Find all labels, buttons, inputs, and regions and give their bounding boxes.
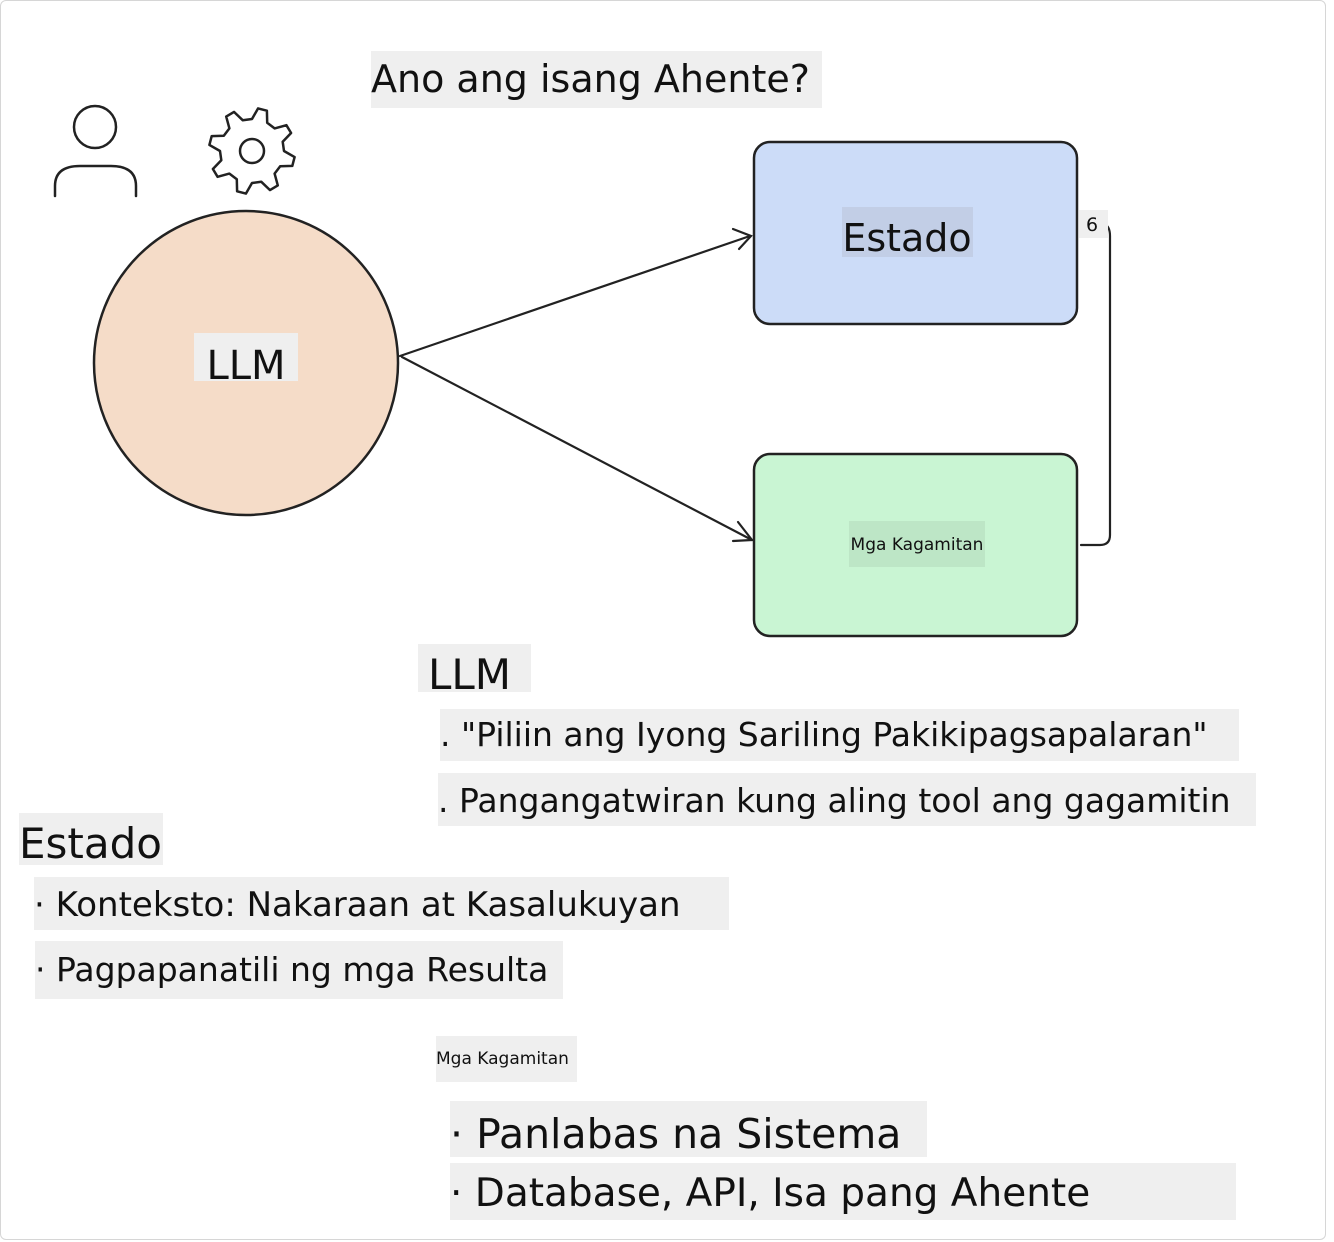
state-section-item: · Pagpapanatili ng mga Resulta bbox=[35, 941, 563, 999]
connector-tools-state bbox=[1079, 222, 1112, 547]
gear-icon bbox=[208, 107, 296, 195]
llm-section-heading: LLM bbox=[418, 644, 531, 699]
arrow-llm-to-tools bbox=[400, 355, 755, 543]
state-node-label: Estado bbox=[842, 216, 971, 260]
tools-section-item: · Panlabas na Sistema bbox=[450, 1101, 927, 1158]
llm-node-label-bg bbox=[194, 333, 298, 381]
connector-mark-bg bbox=[1079, 210, 1108, 238]
llm-section-item: . Pangangatwiran kung aling tool ang gag… bbox=[438, 773, 1256, 826]
state-section-heading: Estado bbox=[19, 813, 163, 868]
tools-section-heading: Mga Kagamitan bbox=[436, 1036, 577, 1082]
tools-node-label-bg bbox=[849, 521, 985, 567]
llm-section-item: . "Piliin ang Iyong Sariling Pakikipagsa… bbox=[440, 709, 1239, 761]
tools-node-label: Mga Kagamitan bbox=[851, 535, 984, 555]
tools-section-item: · Database, API, Isa pang Ahente bbox=[450, 1163, 1236, 1220]
user-icon bbox=[53, 104, 138, 198]
llm-node-label: LLM bbox=[206, 343, 285, 389]
diagram-title: Ano ang isang Ahente? bbox=[371, 51, 822, 108]
state-node-label-bg bbox=[842, 207, 973, 257]
state-section-item: · Konteksto: Nakaraan at Kasalukuyan bbox=[34, 877, 729, 930]
arrow-llm-to-state bbox=[398, 227, 753, 358]
connector-mark: 6 bbox=[1086, 214, 1098, 236]
